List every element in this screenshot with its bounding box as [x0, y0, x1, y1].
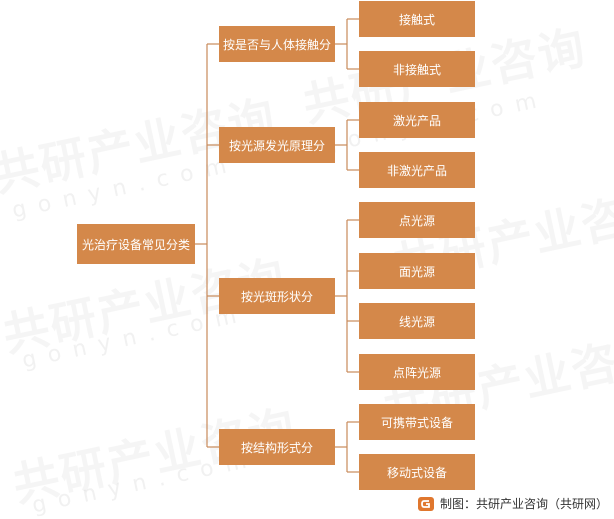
category-node-contact: 按是否与人体接触分: [219, 26, 335, 62]
leaf-node-point-source: 点光源: [359, 202, 475, 238]
watermark-url: gonyn.com: [19, 301, 251, 374]
category-node-structure: 按结构形式分: [219, 429, 335, 465]
leaf-node-contact: 接触式: [359, 1, 475, 37]
watermark-url: gonyn.com: [9, 151, 241, 224]
leaf-node-portable: 可携带式设备: [359, 404, 475, 440]
brand-logo-icon: [417, 496, 434, 511]
leaf-node-line-source: 线光源: [359, 303, 475, 339]
source-footer: 制图：共研产业咨询（共研网）: [417, 495, 608, 512]
leaf-node-non-contact: 非接触式: [359, 51, 475, 87]
leaf-node-dot-matrix-source: 点阵光源: [359, 354, 475, 390]
source-text: 制图：共研产业咨询（共研网）: [439, 497, 608, 511]
leaf-node-non-laser: 非激光产品: [359, 152, 475, 188]
leaf-node-mobile: 移动式设备: [359, 454, 475, 490]
category-node-light-source: 按光源发光原理分: [219, 127, 335, 163]
category-node-spot-shape: 按光斑形状分: [219, 278, 335, 314]
leaf-node-laser: 激光产品: [359, 102, 475, 138]
leaf-node-area-source: 面光源: [359, 253, 475, 289]
root-node: 光治疗设备常见分类: [77, 224, 195, 264]
